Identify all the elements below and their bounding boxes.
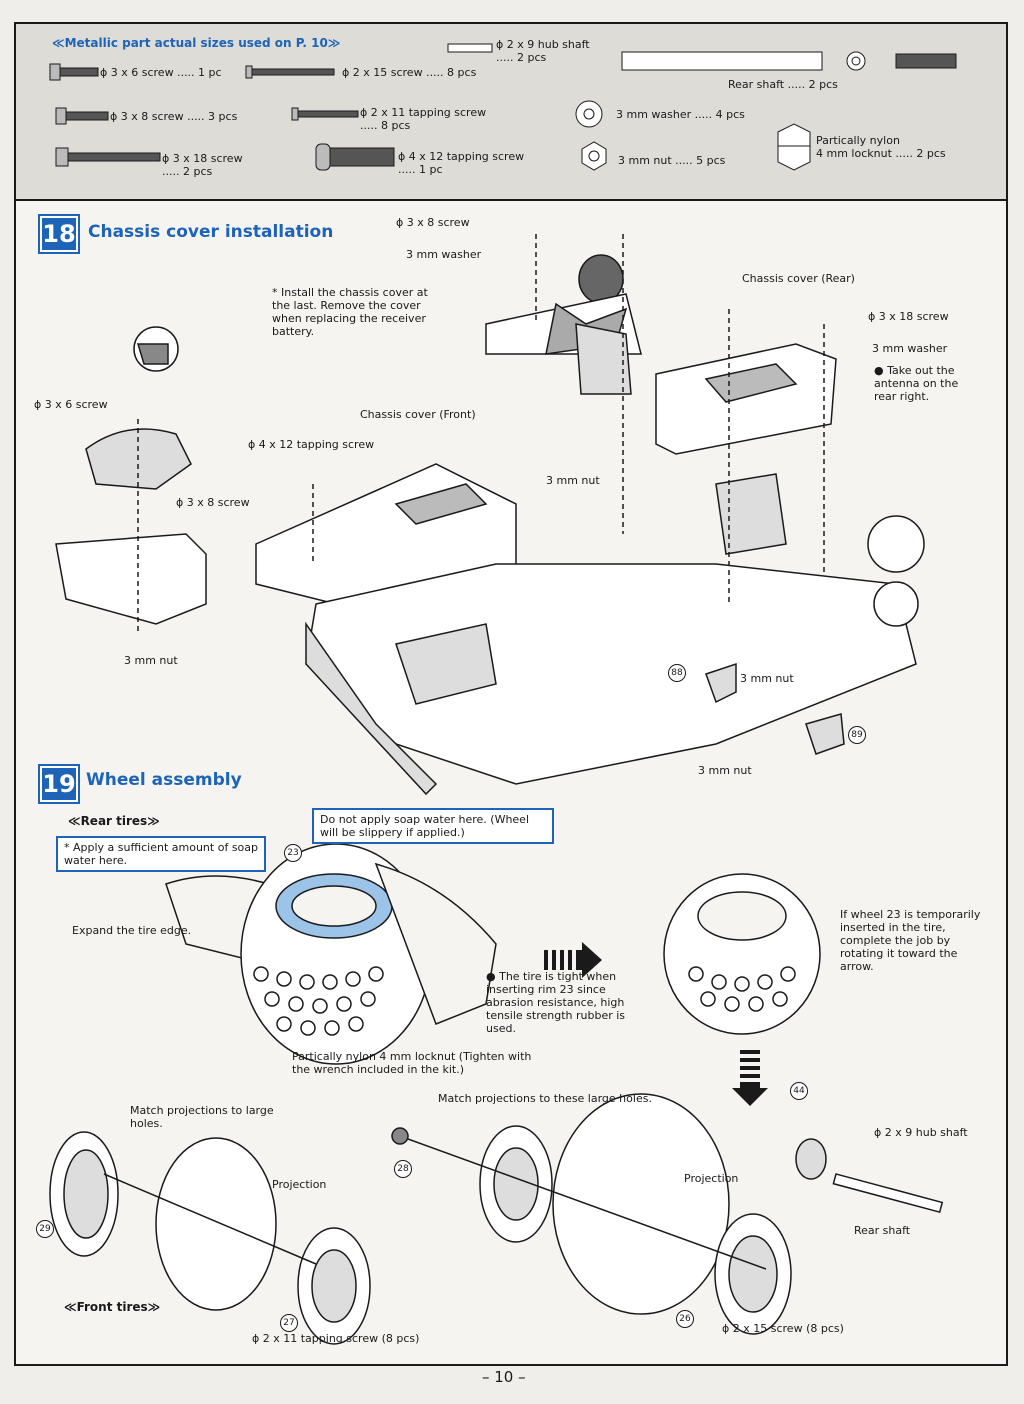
rear-wheel-assembly-icon bbox=[391, 1093, 944, 1335]
label-nut-88: 3 mm nut bbox=[740, 672, 794, 685]
parts-item-label: 3 mm nut ..... 5 pcs bbox=[618, 154, 726, 167]
part-number-23: 23 bbox=[284, 844, 302, 862]
label-washer-right: 3 mm washer bbox=[872, 342, 948, 355]
label-screw-3x6: ϕ 3 x 6 screw bbox=[34, 398, 108, 411]
rear-shaft-label: Rear shaft bbox=[854, 1224, 911, 1237]
tire-with-hands-icon bbox=[165, 843, 497, 1065]
parts-item-label: 3 mm washer ..... 4 pcs bbox=[616, 108, 745, 121]
part-number-88: 88 bbox=[668, 664, 686, 682]
label-screw-3x8-top: ϕ 3 x 8 screw bbox=[396, 216, 470, 229]
part-number-27: 27 bbox=[280, 1314, 298, 1332]
label-nut-mid: 3 mm nut bbox=[546, 474, 600, 487]
match-front-label: Match projections to large holes. bbox=[130, 1104, 274, 1130]
step-19-number: 19 bbox=[38, 764, 80, 804]
hub-shaft-label: ϕ 2 x 9 hub shaft bbox=[874, 1126, 968, 1139]
tap-4x12-icon bbox=[315, 143, 395, 171]
label-nut-left: 3 mm nut bbox=[124, 654, 178, 667]
parts-list-title: ≪Metallic part actual sizes used on P. 1… bbox=[52, 36, 341, 50]
screw-guides-icon bbox=[137, 234, 825, 634]
bracket-icon bbox=[705, 662, 845, 755]
projection-left-label: Projection bbox=[272, 1178, 327, 1191]
parts-item-label: ϕ 2 x 11 tapping screw ..... 8 pcs bbox=[360, 106, 487, 132]
parts-item-label: Partically nylon 4 mm locknut ..... 2 pc… bbox=[816, 134, 946, 160]
label-screw-3x18: ϕ 3 x 18 screw bbox=[868, 310, 949, 323]
locknut-icon bbox=[777, 123, 811, 171]
part-number-29: 29 bbox=[36, 1220, 54, 1238]
screw-3x6-icon bbox=[49, 63, 99, 81]
install-note: * Install the chassis cover at the last.… bbox=[272, 286, 428, 338]
step-19-title: Wheel assembly bbox=[86, 770, 242, 790]
part-number-26: 26 bbox=[676, 1310, 694, 1328]
parts-item-label: ϕ 3 x 8 screw ..... 3 pcs bbox=[110, 110, 238, 123]
washer-icon bbox=[575, 100, 603, 128]
antenna-note: ● Take out the antenna on the rear right… bbox=[874, 364, 959, 403]
nut-icon bbox=[581, 141, 607, 171]
manual-page: ≪Metallic part actual sizes used on P. 1… bbox=[14, 22, 1008, 1366]
rear-tires-heading: ≪Rear tires≫ bbox=[68, 814, 160, 828]
tap-2x11-label: ϕ 2 x 11 tapping screw (8 pcs) bbox=[252, 1332, 420, 1345]
tap-2x11-icon bbox=[291, 107, 359, 121]
arrow-right-icon bbox=[544, 942, 602, 978]
no-soap-box: Do not apply soap water here. (Wheel wil… bbox=[312, 808, 554, 844]
driver-figure-icon bbox=[485, 254, 642, 395]
label-tap-4x12: ϕ 4 x 12 tapping screw bbox=[248, 438, 375, 451]
parts-item-label: ϕ 2 x 9 hub shaft ..... 2 pcs bbox=[496, 38, 590, 64]
assembly-drawings bbox=[49, 234, 944, 1345]
rear-shaft-icon bbox=[621, 51, 957, 71]
chassis-icon bbox=[305, 473, 925, 796]
front-tires-heading: ≪Front tires≫ bbox=[64, 1300, 161, 1314]
locknut-note: Partically nylon 4 mm locknut (Tighten w… bbox=[292, 1050, 532, 1076]
tire-studs-icon bbox=[253, 966, 384, 1036]
hub-shaft-icon bbox=[447, 43, 493, 53]
part-number-44: 44 bbox=[790, 1082, 808, 1100]
tight-note: ● The tire is tight when inserting rim 2… bbox=[486, 970, 626, 1035]
parts-item-label: ϕ 4 x 12 tapping screw ..... 1 pc bbox=[398, 150, 525, 176]
temp-insert-note: If wheel 23 is temporarily inserted in t… bbox=[840, 908, 981, 973]
label-cover-rear: Chassis cover (Rear) bbox=[742, 272, 855, 285]
parts-item-label: Rear shaft ..... 2 pcs bbox=[728, 78, 838, 91]
step-18-number: 18 bbox=[38, 214, 80, 254]
projection-right-label: Projection bbox=[684, 1172, 739, 1185]
front-wheel-assembly-icon bbox=[49, 1131, 371, 1345]
expand-tire-label: Expand the tire edge. bbox=[72, 924, 192, 937]
front-cover-small-icon bbox=[55, 533, 207, 625]
parts-item-label: ϕ 2 x 15 screw ..... 8 pcs bbox=[342, 66, 477, 79]
screw-3x8-icon bbox=[55, 107, 109, 125]
label-nut-bottom: 3 mm nut bbox=[698, 764, 752, 777]
parts-item-label: ϕ 3 x 18 screw ..... 2 pcs bbox=[162, 152, 243, 178]
screw-2x15-label: ϕ 2 x 15 screw (8 pcs) bbox=[722, 1322, 844, 1335]
tire-rotating-icon bbox=[663, 873, 821, 1035]
soap-water-box: * Apply a sufficient amount of soap wate… bbox=[56, 836, 266, 872]
page-number: – 10 – bbox=[482, 1368, 526, 1386]
match-large-holes-label: Match projections to these large holes. bbox=[438, 1092, 652, 1105]
parts-list-panel: ≪Metallic part actual sizes used on P. 1… bbox=[16, 24, 1006, 201]
parts-item-label: ϕ 3 x 6 screw ..... 1 pc bbox=[100, 66, 222, 79]
arrow-down-icon bbox=[732, 1050, 768, 1106]
label-washer-top: 3 mm washer bbox=[406, 248, 482, 261]
rear-chassis-cover-icon bbox=[655, 343, 837, 455]
screw-2x15-icon bbox=[245, 65, 335, 79]
parts-drawings bbox=[49, 43, 957, 171]
step-18-title: Chassis cover installation bbox=[88, 222, 334, 242]
part-number-89: 89 bbox=[848, 726, 866, 744]
helmet-icon bbox=[133, 326, 179, 372]
screw-3x18-icon bbox=[55, 147, 161, 167]
label-screw-3x8-left: ϕ 3 x 8 screw bbox=[176, 496, 250, 509]
label-cover-front: Chassis cover (Front) bbox=[360, 408, 476, 421]
part-number-28: 28 bbox=[394, 1160, 412, 1178]
